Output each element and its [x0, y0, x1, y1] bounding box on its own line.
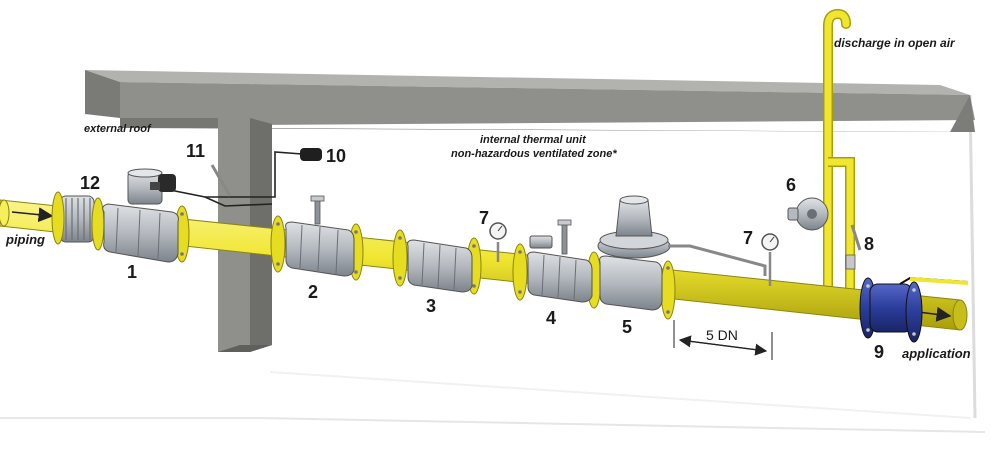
- component-number-12: 12: [80, 173, 101, 193]
- gas-filter-icon: [102, 168, 179, 263]
- pressure-switch-10: [300, 148, 322, 161]
- room-outline: [0, 94, 986, 433]
- component-number-8: 8: [864, 234, 875, 254]
- component-number-5: 5: [622, 317, 633, 337]
- component-number-10: 10: [326, 146, 347, 166]
- component-number-7a: 7: [479, 208, 490, 228]
- ventilated-zone-label: non-hazardous ventilated zone*: [451, 148, 617, 160]
- control-cable: [169, 151, 303, 207]
- discharge-label: discharge in open air: [834, 36, 955, 50]
- pressure-gauge-icon: [489, 222, 507, 262]
- application-label: application: [902, 346, 971, 361]
- compensator-12: [59, 195, 95, 243]
- component-number-6: 6: [786, 175, 797, 195]
- dn-label: 5 DN: [706, 327, 738, 343]
- component-number-3: 3: [426, 296, 437, 316]
- component-number-9: 9: [874, 342, 885, 362]
- piping-label: piping: [6, 232, 45, 247]
- component-number-1: 1: [127, 262, 138, 282]
- component-number-2: 2: [308, 282, 319, 302]
- pressure-gauge-right: [761, 233, 779, 286]
- component-number-4: 4: [546, 308, 557, 328]
- relief-valve-6: [787, 197, 829, 231]
- external-roof-label: external roof: [84, 123, 151, 135]
- flow-arrows: [11, 207, 952, 322]
- dimension-5dn: [673, 320, 773, 360]
- solenoid-valve-icon: [150, 174, 176, 192]
- internal-unit-label: internal thermal unit: [480, 134, 586, 146]
- roof-slab: [85, 70, 975, 132]
- device-4-body: [527, 219, 593, 303]
- pressure-regulator-icon: [597, 195, 767, 311]
- vent-stack: [823, 8, 862, 305]
- device-2-body: [285, 195, 355, 277]
- ball-valve-icon: [859, 276, 969, 343]
- device-3-body: [407, 239, 473, 293]
- component-number-7b: 7: [743, 228, 754, 248]
- component-number-11: 11: [186, 141, 206, 161]
